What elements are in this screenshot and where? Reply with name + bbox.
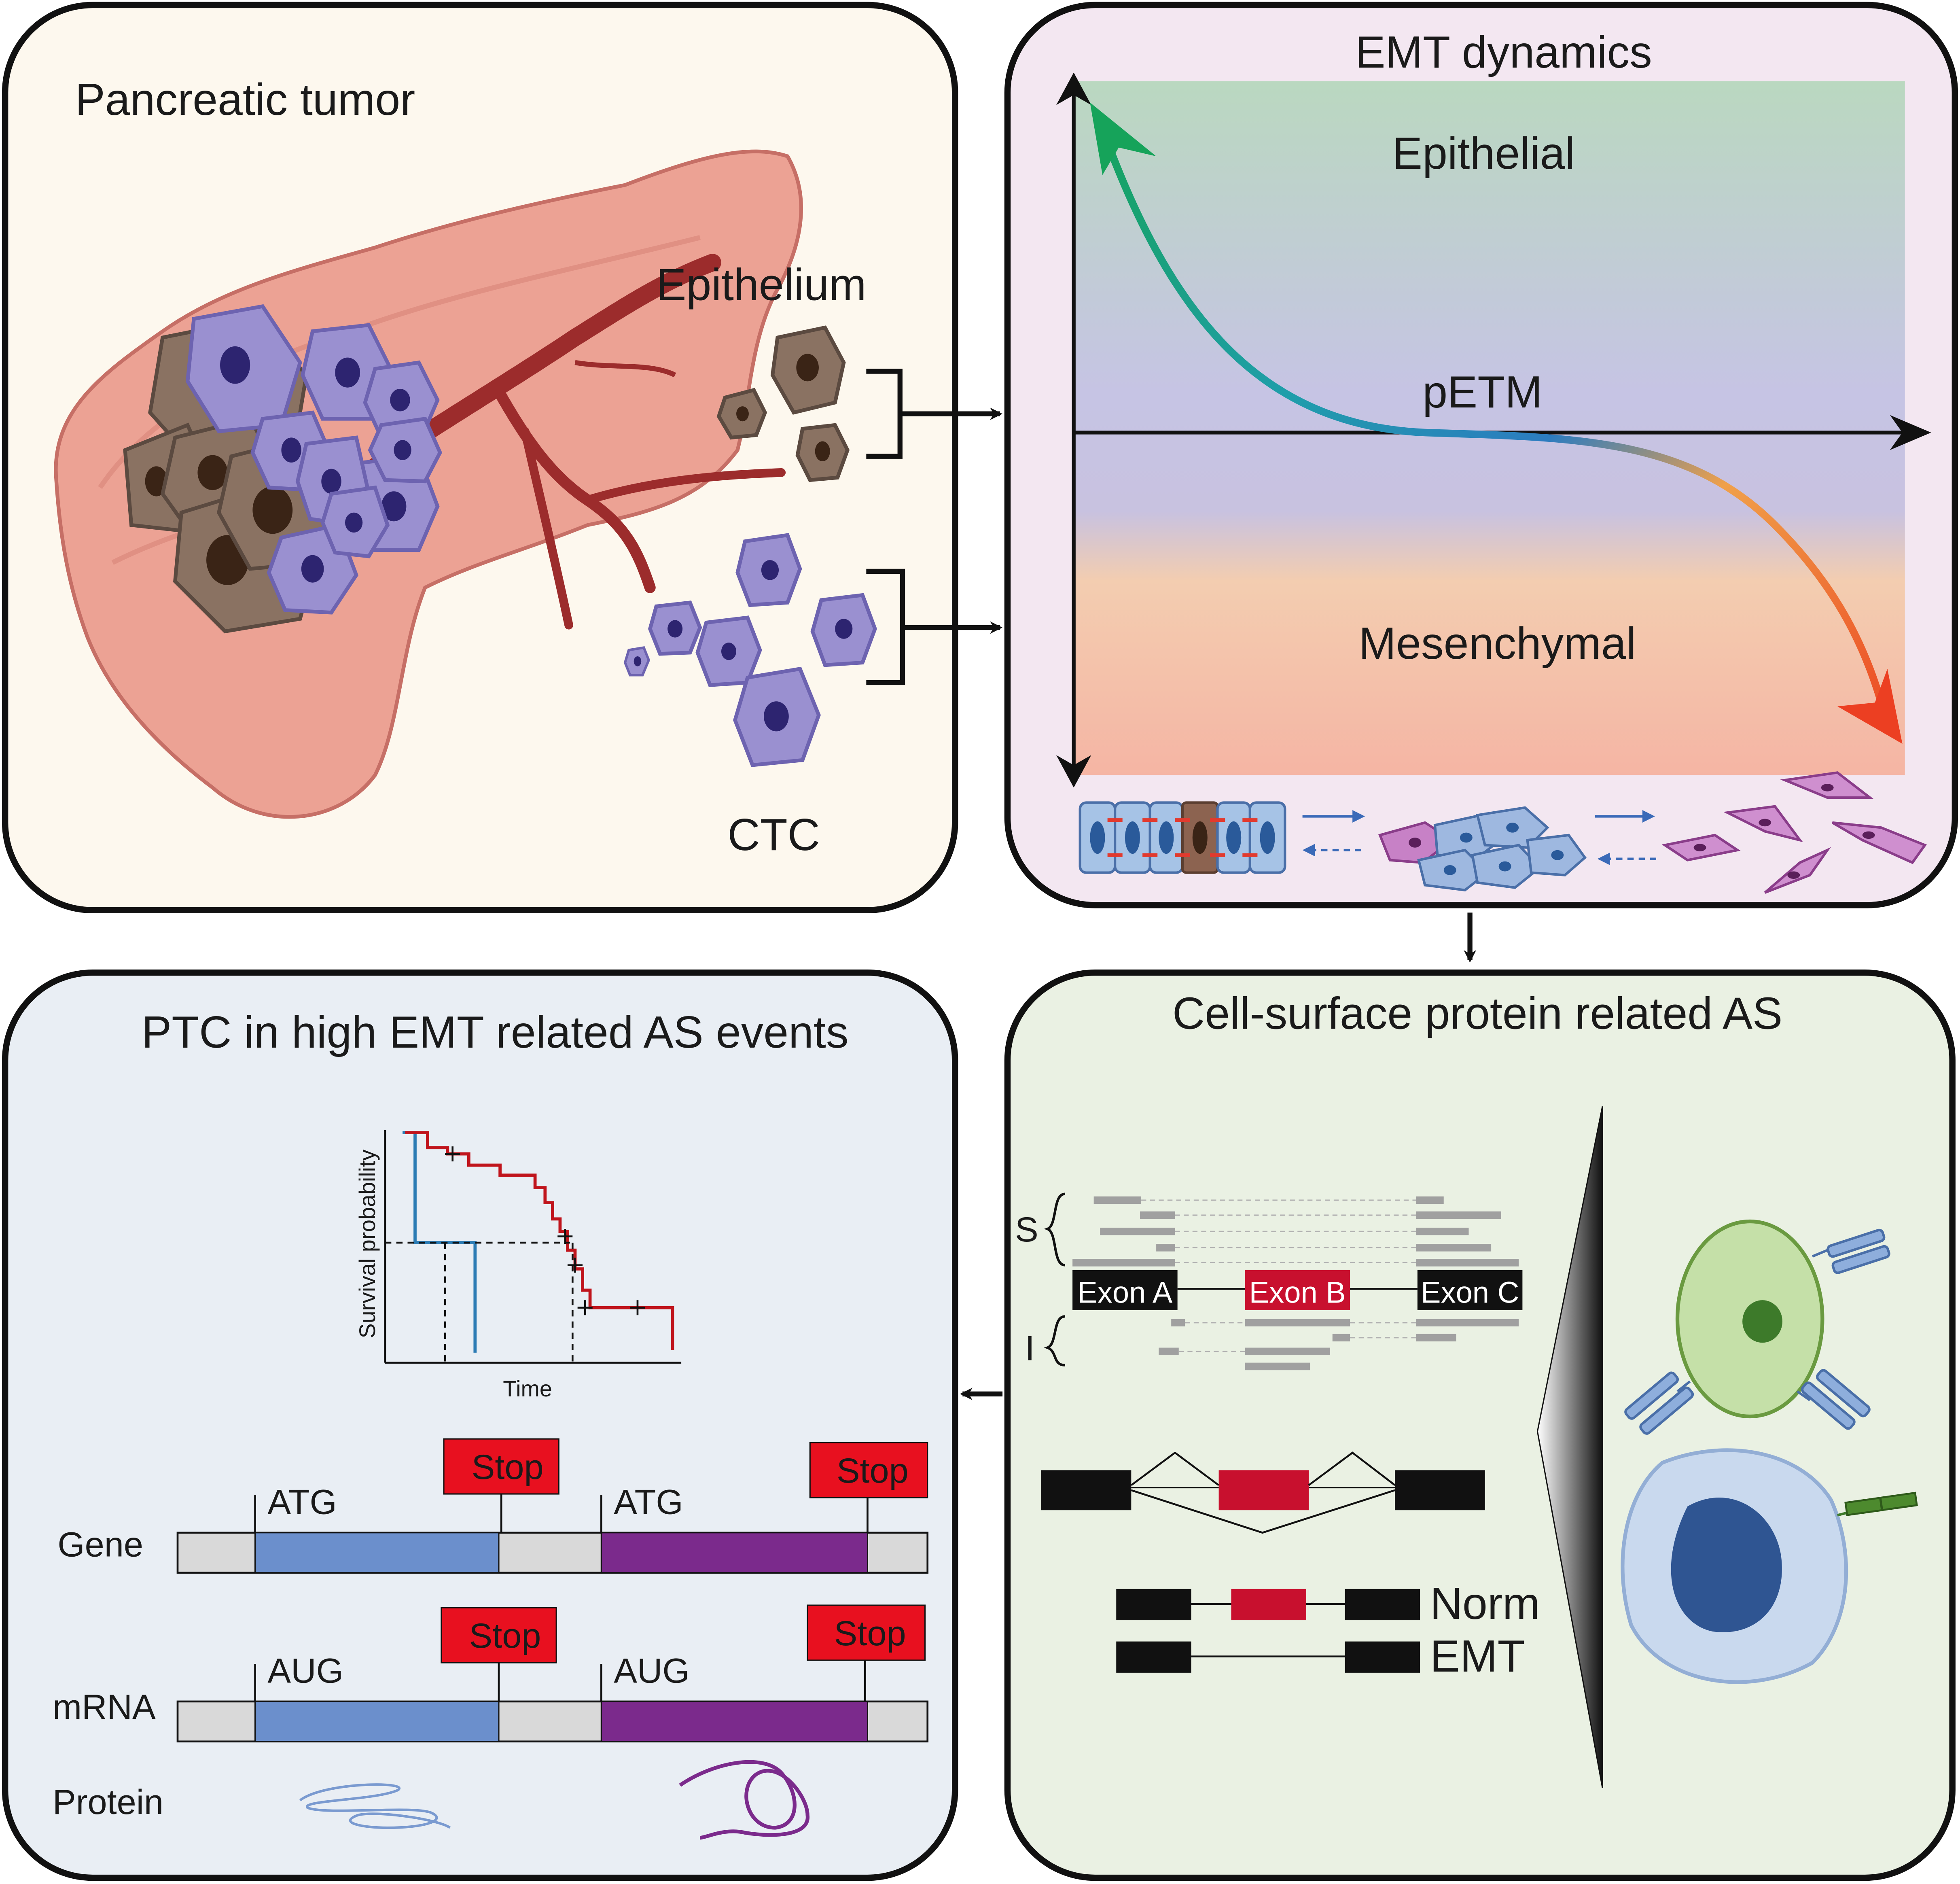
atg-label-2: ATG [614, 1483, 683, 1521]
exon-a-block [1072, 1270, 1178, 1310]
label-ctc: CTC [727, 809, 820, 860]
curve-end-arrowhead [1837, 668, 1903, 744]
label-petm-state: pETM [1422, 367, 1543, 417]
isoform-emt: EMT [1116, 1631, 1525, 1681]
protein-squiggle-blue [299, 1783, 451, 1829]
panel-title-ptc: PTC in high EMT related AS events [142, 1007, 848, 1057]
stop-badge-gene-1 [443, 1438, 559, 1495]
gene-label: Gene [57, 1525, 143, 1564]
stop-badge-mrna-2 [807, 1604, 926, 1661]
curve-start-arrowhead [1090, 102, 1157, 175]
cell-transition-strip [1079, 771, 1927, 894]
protein-squiggle-purple [679, 1760, 809, 1840]
panel-title-emt-dynamics: EMT dynamics [1355, 27, 1652, 77]
exon-skipping-schematic [1041, 1451, 1485, 1534]
exon-b-block [1245, 1270, 1350, 1310]
axis-right-arrowhead [1890, 415, 1931, 450]
panel-ptc-as-events: PTC in high EMT related AS events Surviv… [2, 969, 958, 1881]
bracket-i [1044, 1315, 1066, 1366]
cell-with-single-receptor [1621, 1448, 1918, 1684]
label-i: I [1025, 1329, 1035, 1368]
bracket-mesenchymal-ctc [866, 569, 905, 685]
exon-c-label: Exon C [1421, 1275, 1519, 1309]
km-survival-plot: Survival probability Time [355, 1130, 682, 1401]
hybrid-cell-cluster [1378, 806, 1587, 892]
panel-pancreatic-tumor: Pancreatic tumor [2, 2, 958, 913]
axis-up-arrowhead [1056, 72, 1091, 105]
transition-arrow-forward-head [1352, 810, 1365, 823]
stop-label-mrna-1: Stop [469, 1617, 541, 1655]
emt-trajectory-curve [1094, 114, 1891, 726]
exon-b-label: Exon B [1249, 1275, 1346, 1309]
isoform-norm: Norm [1116, 1578, 1540, 1629]
emt-state-gradient [1075, 81, 1905, 775]
stop-badge-mrna-1 [441, 1607, 557, 1663]
ctc-epithelial-group [716, 325, 850, 482]
exon-a-label: Exon A [1077, 1275, 1172, 1309]
cell-with-surface-receptors [1624, 1219, 1890, 1435]
mesenchymal-cells [1661, 771, 1927, 894]
panel-title-pancreatic-tumor: Pancreatic tumor [75, 74, 415, 125]
label-epithelium: Epithelium [656, 259, 866, 310]
aug-label-2: AUG [614, 1652, 689, 1691]
transition-arrow-back-head [1302, 844, 1315, 857]
receptor-icon [1624, 1371, 1694, 1435]
label-norm: Norm [1430, 1578, 1540, 1629]
km-y-label: Survival probability [355, 1150, 380, 1339]
atg-label-1: ATG [267, 1483, 337, 1521]
tumor-purple-cells [185, 304, 442, 615]
gradient-wedge [1536, 1106, 1603, 1788]
mrna-track: mRNA AUG AUG Stop Stop [53, 1604, 929, 1743]
label-emt-isoform: EMT [1430, 1631, 1525, 1681]
transition-arrow2-back-head [1597, 853, 1610, 865]
transition-arrow2-forward-head [1642, 810, 1655, 823]
aug-label-1: AUG [267, 1652, 343, 1691]
epithelial-sheet [1079, 801, 1286, 874]
label-epithelial-state: Epithelial [1392, 128, 1575, 178]
protein-label: Protein [53, 1783, 163, 1822]
stop-badge-gene-2 [809, 1442, 928, 1498]
panel-emt-dynamics: EMT dynamics Epithelial pETM Mesenchymal [1004, 2, 1958, 908]
stop-label-mrna-2: Stop [834, 1614, 906, 1653]
receptor-icon [1812, 1228, 1890, 1274]
exon-c-block [1417, 1270, 1523, 1310]
receptor-icon [1797, 1369, 1871, 1430]
bracket-s [1044, 1192, 1066, 1267]
label-mesenchymal-state: Mesenchymal [1359, 618, 1636, 668]
mrna-label: mRNA [53, 1688, 156, 1727]
label-s: S [1015, 1210, 1038, 1249]
protein-track: Protein [53, 1760, 809, 1840]
panel-title-cell-surface: Cell-surface protein related AS [1172, 988, 1782, 1039]
panel-cell-surface-as: Cell-surface protein related AS S I [1004, 969, 1956, 1881]
ctc-mesenchymal-group [623, 533, 877, 767]
receptor-icon [1844, 1492, 1918, 1516]
stop-label-gene-1: Stop [472, 1448, 544, 1487]
km-x-label: Time [503, 1376, 552, 1401]
stop-label-gene-2: Stop [837, 1451, 909, 1490]
gene-track: Gene ATG ATG Stop Stop [57, 1438, 929, 1574]
splicing-reads-diagram: S I [1015, 1192, 1523, 1371]
axis-down-arrowhead [1056, 755, 1091, 788]
